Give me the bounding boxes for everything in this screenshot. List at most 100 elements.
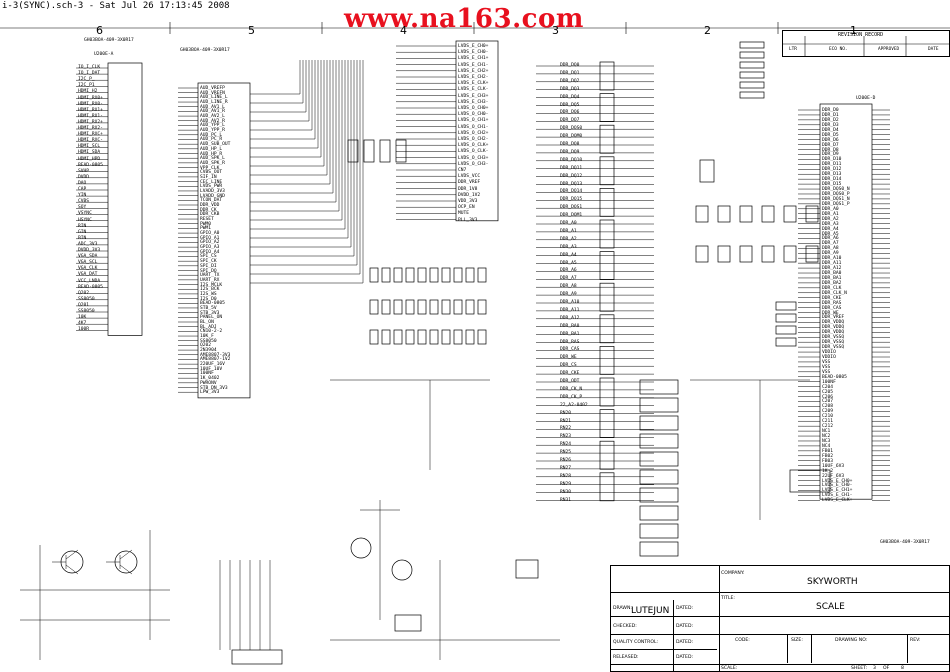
resistor-network [639,505,679,521]
net-label: DDR_A9 [822,251,839,257]
net-label: NC1 [822,429,831,435]
capacitor-symbol [381,299,391,315]
released-label: RELEASED: [613,655,639,660]
net-label: AUD_HP_R [200,151,223,157]
net-label: DDR_D3 [822,122,839,128]
net-label: DDR_A4 [560,252,577,258]
net-label: SIF_IN [200,174,217,180]
resistor-network [639,541,679,557]
resistor-network [599,346,615,375]
resistor-network [599,409,615,438]
zone-label-5: 5 [248,24,255,37]
net-label: CN10-2-2 [200,329,223,335]
net-label: PWM0 [200,221,212,227]
net-label: DDR_CAS [822,305,842,311]
net-label: 10UF_6V3 [822,463,845,469]
net-label: LVDS_E_CH0- [822,483,853,489]
capacitor-symbol [465,329,475,345]
capacitor-symbol [761,245,775,263]
net-label: RN25 [560,450,572,456]
net-label: FB03 [822,458,834,464]
resistor-symbol [395,139,407,163]
net-label: HDMI_RXC+ [78,132,103,138]
capacitor-symbol [717,205,731,223]
net-label: DDR_DQM0 [560,134,583,140]
net-label: PWM1 [200,226,212,232]
net-label: DDR_DQ2 [560,78,580,84]
net-label: DDR_VSSQ [822,335,845,341]
capacitor-symbol [369,299,379,315]
net-label: DDR_CAS [560,347,580,353]
net-label: LPW_3V3 [200,390,220,396]
resistor-network [599,377,615,407]
ic-part-label: GH03BOA-409-3X0R17 [180,48,230,53]
capacitor-symbol [805,205,819,223]
net-label: DDR_A1 [822,211,839,217]
net-label: AUD_LINE_L [200,95,228,101]
net-label: DDR_A8 [560,284,577,290]
net-label: DDR_BA1 [560,331,580,337]
released-dated-label: DATED: [676,655,694,660]
net-label: VDD_3V3 [458,199,478,204]
net-label: HDMI_SDA [78,150,101,156]
net-label: DDR_A2 [560,236,577,242]
net-label: DDR_D12 [822,167,842,173]
capacitor-symbol [417,329,427,345]
net-label: DDR_A12 [560,315,580,321]
net-label: IO_I_CLK [78,65,101,70]
net-label: I2C_P_ [78,77,95,83]
net-label: RN28 [560,473,572,479]
net-label: LVDS_E_CH2+ [458,68,489,74]
net-label: VGA_SDA [78,254,98,260]
net-label: LVDS_E_CLK- [458,87,489,93]
watermark-text: www.na163.com [344,4,584,34]
net-label: 220UF_16V [200,362,225,368]
net-label: DDR_D14 [822,177,842,183]
net-label: IO_I_DAT [78,71,101,77]
net-label: DDR_WE [560,355,577,361]
zone-label-3: 3 [552,24,559,37]
net-label: HSYNC [78,217,92,223]
net-label: DDR_DQ12 [560,173,583,179]
net-label: AME8807-3V3 [200,352,231,358]
title-label: TITLE: [721,596,735,601]
rev-label: REV: [910,638,921,643]
net-label: LVDS_O_CH2+ [458,130,489,136]
net-label: I2S_BCK [200,287,220,293]
net-label: GPIO_A0 [200,231,220,237]
net-label: DDR_VDDQ [822,320,845,326]
net-label: DDR_CLK_N [822,290,847,296]
ic-name-label: U200E-A [94,52,114,57]
net-label: DDR_D2 [822,117,839,123]
net-label: DDR_A5 [560,260,577,266]
net-label: BEAD-0805 [78,162,103,168]
ic-center [197,82,251,399]
net-label: LVDS_E_CH1- [822,493,853,499]
capacitor-symbol [393,329,403,345]
revision-col-eco: ECO NO. [829,47,848,52]
drawing-no-label: DRAWING NO: [835,638,868,643]
lvds-connector-pin [739,41,765,49]
net-label: C206 [822,394,834,400]
capacitor-symbol [441,267,451,283]
net-label: AUD_VREFN [200,90,225,96]
resistor-symbol [363,139,375,163]
net-label: LVDS_O_CH1- [458,124,489,130]
capacitor-symbol [717,245,731,263]
net-label: DDR_D10 [822,157,842,163]
net-label: DDR_D5 [822,132,839,138]
net-label: RN26 [560,458,572,463]
net-label: C211 [822,419,834,425]
net-label: SS8050 [200,338,217,344]
net-label: HDMI_RX0- [78,101,103,107]
net-label: BL_ADJ [200,324,217,330]
net-label: 2N3904 [200,348,217,354]
capacitor-symbol [477,299,487,315]
net-label: AUD_PC_L [200,132,223,138]
quality-label: QUALITY CONTROL: [613,640,659,645]
resistor-network [639,451,679,467]
net-label: DDR_DQ9 [560,149,580,155]
net-label: LVDS_O_CH3- [458,161,489,167]
net-label: VGA_DAT [78,272,98,278]
net-label: VSS [822,359,831,365]
